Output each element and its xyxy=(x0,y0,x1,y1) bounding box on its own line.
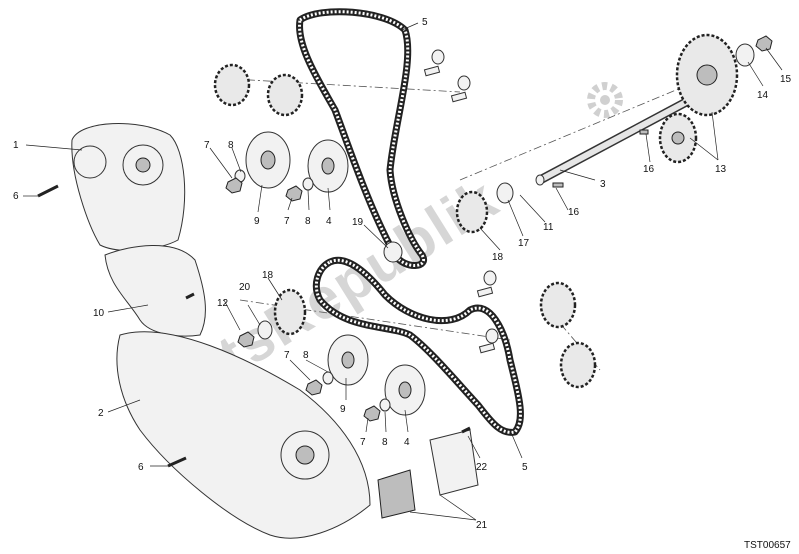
callout-14: 14 xyxy=(757,90,769,101)
callout-3: 3 xyxy=(600,179,606,190)
jackshaft xyxy=(535,96,693,186)
callout-8-b: 8 xyxy=(305,216,311,227)
callout-1: 1 xyxy=(13,140,19,151)
callout-4-lower: 4 xyxy=(404,437,410,448)
callout-2: 2 xyxy=(98,408,104,419)
upper-belt-cover xyxy=(71,123,186,251)
callout-20: 20 xyxy=(239,282,251,293)
callout-11: 11 xyxy=(543,222,554,233)
jackshaft-gears xyxy=(658,33,739,164)
callout-5-lower: 5 xyxy=(522,462,528,473)
upper-timing-belt xyxy=(296,8,427,269)
lower-timing-belt xyxy=(312,256,524,436)
lower-cam-pulleys xyxy=(539,281,597,389)
callout-10: 10 xyxy=(93,308,105,319)
leader-lines xyxy=(23,22,783,521)
callout-22: 22 xyxy=(476,462,488,473)
callout-7-d: 7 xyxy=(360,437,366,448)
callout-9-a: 9 xyxy=(254,216,260,227)
callout-9-b: 9 xyxy=(340,404,346,415)
callout-7-b: 7 xyxy=(284,216,290,227)
callout-6-upper: 6 xyxy=(13,191,19,202)
lower-belt-cover xyxy=(116,331,371,539)
studs xyxy=(423,49,499,354)
callout-13: 13 xyxy=(715,164,727,175)
callout-17: 17 xyxy=(518,238,530,249)
drive-pulleys xyxy=(273,190,489,336)
callout-7-a: 7 xyxy=(204,140,210,151)
callout-8-d: 8 xyxy=(382,437,388,448)
upper-cam-pulleys xyxy=(213,63,304,117)
keys xyxy=(552,129,649,188)
callout-8-a: 8 xyxy=(228,140,234,151)
middle-belt-cover xyxy=(104,245,206,337)
callout-21: 21 xyxy=(476,520,488,531)
callout-18-b: 18 xyxy=(262,270,274,281)
callout-5-upper: 5 xyxy=(422,17,428,28)
callout-8-c: 8 xyxy=(303,350,309,361)
callout-4-upper: 4 xyxy=(326,216,332,227)
cover-vent-pieces xyxy=(377,429,479,519)
callout-19: 19 xyxy=(352,217,364,228)
callout-7-c: 7 xyxy=(284,350,290,361)
gear-logo-icon xyxy=(587,82,623,118)
callout-6-lower: 6 xyxy=(138,462,144,473)
callout-16-b: 16 xyxy=(568,207,580,218)
callout-18-a: 18 xyxy=(492,252,504,263)
tensioner-rollers xyxy=(245,131,426,416)
callout-12: 12 xyxy=(217,298,229,309)
drawing-code: TST00657 xyxy=(744,540,791,551)
callout-16-a: 16 xyxy=(643,164,655,175)
nuts xyxy=(225,35,773,422)
callout-15: 15 xyxy=(780,74,792,85)
screws xyxy=(37,184,471,468)
callouts: 1 2 3 4 4 5 5 6 6 7 7 7 7 8 8 8 8 9 9 10… xyxy=(13,17,792,531)
